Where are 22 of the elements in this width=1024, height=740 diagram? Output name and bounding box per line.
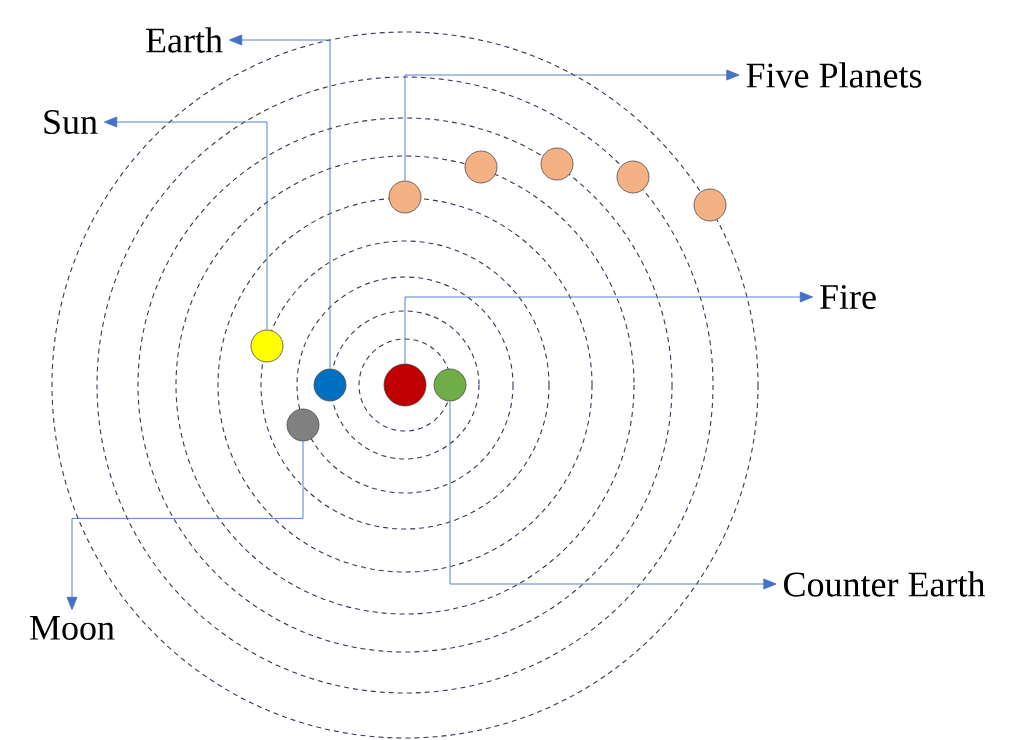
planet-label: Fire	[820, 284, 876, 310]
planet-circle	[616, 160, 650, 194]
leader-arrow	[449, 400, 777, 590]
leader-arrow	[404, 291, 814, 365]
leader-arrow	[66, 440, 304, 611]
planet-circle	[286, 408, 320, 442]
leader-arrow	[104, 116, 268, 331]
planet-circle	[313, 368, 347, 402]
leader-arrow	[404, 69, 740, 182]
planet-circle	[693, 188, 727, 222]
planet-label: Sun	[44, 109, 98, 135]
planet-circle	[388, 180, 422, 214]
planet-circle	[383, 363, 427, 407]
planet-circle	[464, 150, 498, 184]
planet-circle	[433, 368, 467, 402]
planet-label: Earth	[146, 27, 223, 53]
planet-label: Moon	[30, 616, 115, 640]
planet-circle	[540, 147, 574, 181]
planet-label: Counter Earth	[784, 571, 986, 597]
planet-label: Five Planets	[746, 62, 922, 88]
planet-circle	[250, 329, 284, 363]
leader-arrow	[228, 34, 331, 370]
